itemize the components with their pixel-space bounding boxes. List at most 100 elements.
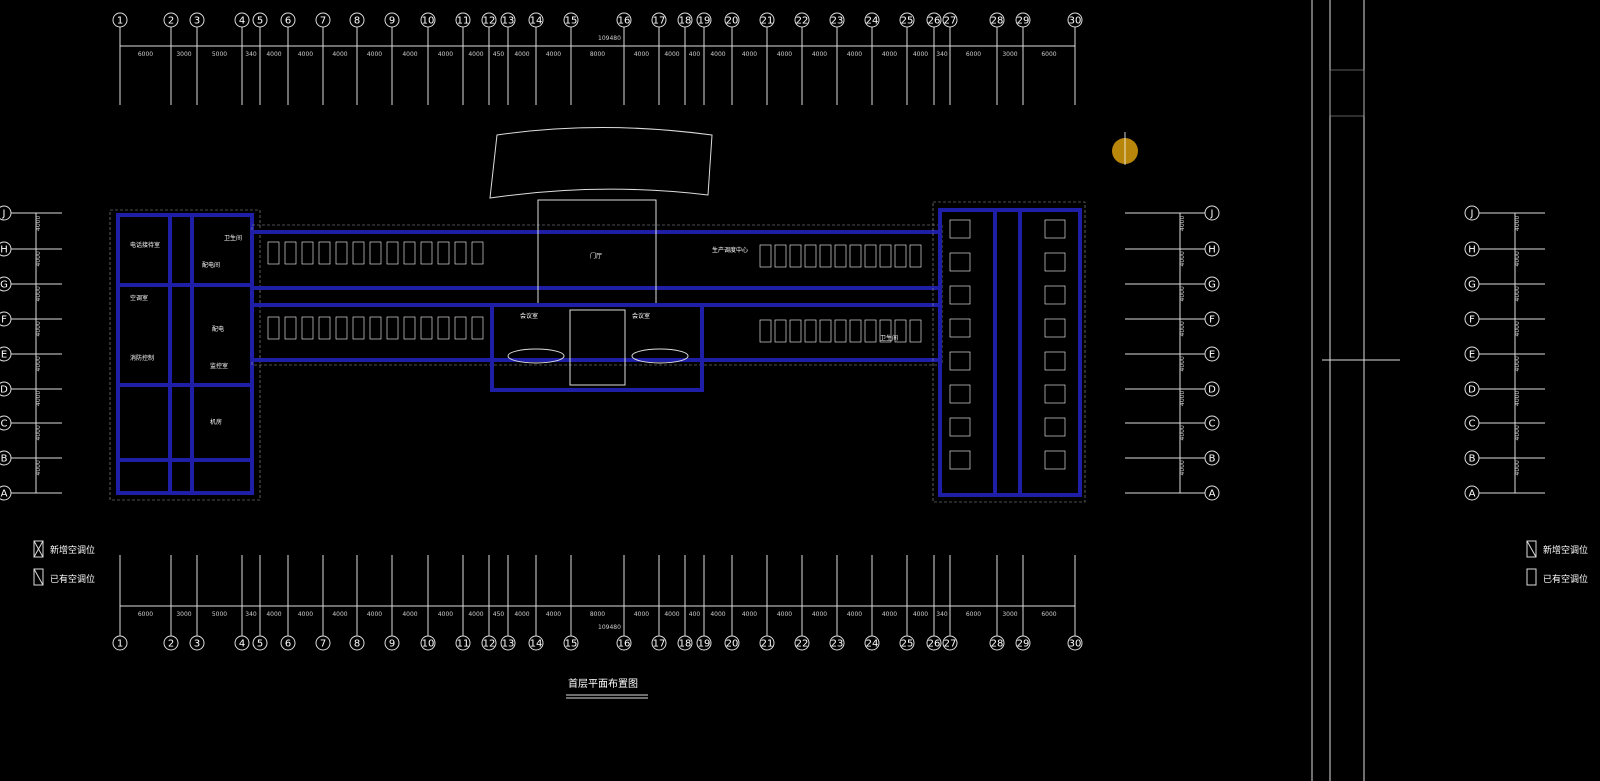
- right-wing-boundary: [932, 201, 1086, 503]
- axis-label: 4: [239, 639, 245, 650]
- axis-bubble: [1204, 241, 1220, 257]
- axis-bubble: [696, 12, 712, 28]
- axis-bubble: [1204, 311, 1220, 327]
- room-label: 卫生间: [224, 234, 242, 242]
- axis-bubble: [528, 12, 544, 28]
- axis-label: 5: [257, 639, 263, 650]
- legend-new-ac-symbol-icon: [1526, 540, 1537, 558]
- axis-label: G: [1468, 280, 1476, 291]
- span-label: 6000: [1041, 611, 1056, 618]
- axis-bubble: [315, 635, 331, 651]
- axis-bubble: [280, 635, 296, 651]
- span-label: 4000: [742, 611, 757, 618]
- axis-bubble: [163, 635, 179, 651]
- axis-bubble: [234, 635, 250, 651]
- axis-label: J: [1470, 209, 1474, 220]
- axis-label: 20: [726, 16, 739, 27]
- room-label: 生产调度中心: [712, 246, 748, 254]
- axis-bubble: [926, 635, 942, 651]
- desk-icon: [437, 241, 450, 265]
- axis-bubble: [189, 12, 205, 28]
- span-label: 4000: [332, 611, 347, 618]
- axis-bubble: [500, 12, 516, 28]
- top-axis-row: 1600023000350004340540006400074000840009…: [112, 12, 1083, 105]
- axis-bubble: [864, 635, 880, 651]
- span-label: 4000: [777, 611, 792, 618]
- axis-bubble: [528, 635, 544, 651]
- axis-bubble: [1464, 346, 1480, 362]
- desk-icon: [949, 384, 971, 404]
- axis-label: 17: [653, 639, 666, 650]
- left-axis-column: J4000H4000G4000F4000E4000D4000C4000B4000…: [0, 205, 62, 501]
- desk-icon: [774, 244, 787, 268]
- meeting-table-icon: [507, 348, 565, 364]
- desk-icon: [1044, 285, 1066, 305]
- axis-bubble: [0, 276, 12, 292]
- axis-label: 12: [483, 16, 496, 27]
- span-label: 8000: [590, 51, 605, 58]
- legend-new-ac-label: 新增空调位: [1543, 544, 1588, 556]
- axis-label: G: [0, 280, 8, 291]
- axis-label: 23: [831, 639, 844, 650]
- span-label: 4000: [546, 611, 561, 618]
- axis-label: 20: [726, 639, 739, 650]
- desk-icon: [804, 244, 817, 268]
- center-walls: [250, 230, 942, 362]
- desk-icon: [789, 319, 802, 343]
- desk-icon: [894, 244, 907, 268]
- room-label: 配电: [212, 325, 224, 333]
- axis-label: 27: [944, 16, 957, 27]
- axis-bubble: [455, 635, 471, 651]
- axis-label: 30: [1069, 639, 1082, 650]
- span-label: 4000: [35, 251, 42, 266]
- axis-bubble: [1015, 12, 1031, 28]
- span-label: 4000: [35, 356, 42, 371]
- span-label: 4000: [35, 391, 42, 406]
- span-label: 4000: [1179, 286, 1186, 301]
- axis-bubble: [651, 635, 667, 651]
- axis-bubble: [651, 12, 667, 28]
- span-label: 4000: [1179, 356, 1186, 371]
- desk-icon: [949, 219, 971, 239]
- axis-label: 18: [679, 16, 692, 27]
- axis-label: 25: [901, 16, 914, 27]
- desk-icon: [284, 241, 297, 265]
- overall-dimension-top: 109480: [598, 35, 621, 42]
- axis-bubble: [1204, 450, 1220, 466]
- axis-label: 13: [502, 16, 515, 27]
- room-label: 监控室: [210, 362, 228, 370]
- axis-label: 28: [991, 16, 1004, 27]
- room-label: 卫生间: [880, 334, 898, 342]
- room-label: 会议室: [520, 312, 538, 320]
- span-label: 4000: [468, 51, 483, 58]
- legend-cross: [1526, 540, 1537, 558]
- axis-label: 13: [502, 639, 515, 650]
- desk-icon: [301, 316, 314, 340]
- axis-label: 6: [285, 16, 291, 27]
- axis-label: 26: [928, 639, 941, 650]
- axis-bubble: [1204, 485, 1220, 501]
- axis-bubble: [1464, 485, 1480, 501]
- axis-label: 29: [1017, 639, 1030, 650]
- span-label: 4000: [777, 51, 792, 58]
- axis-label: 24: [866, 16, 879, 27]
- desk-icon: [471, 316, 484, 340]
- axis-label: E: [1, 350, 7, 361]
- desk-icon: [335, 241, 348, 265]
- axis-bubble: [829, 635, 845, 651]
- desk-icon: [352, 316, 365, 340]
- axis-bubble: [384, 635, 400, 651]
- meeting-block: [490, 303, 704, 392]
- desk-icon: [386, 241, 399, 265]
- axis-label: D: [1208, 385, 1216, 396]
- axis-label: G: [1208, 280, 1216, 291]
- axis-label: J: [1210, 209, 1214, 220]
- desk-icon: [879, 244, 892, 268]
- axis-bubble: [349, 635, 365, 651]
- left-wing-boundary: [109, 209, 261, 501]
- span-label: 340: [936, 51, 948, 58]
- axis-label: C: [1209, 419, 1216, 430]
- desk-icon: [369, 316, 382, 340]
- span-label: 450: [493, 611, 505, 618]
- span-label: 450: [493, 51, 505, 58]
